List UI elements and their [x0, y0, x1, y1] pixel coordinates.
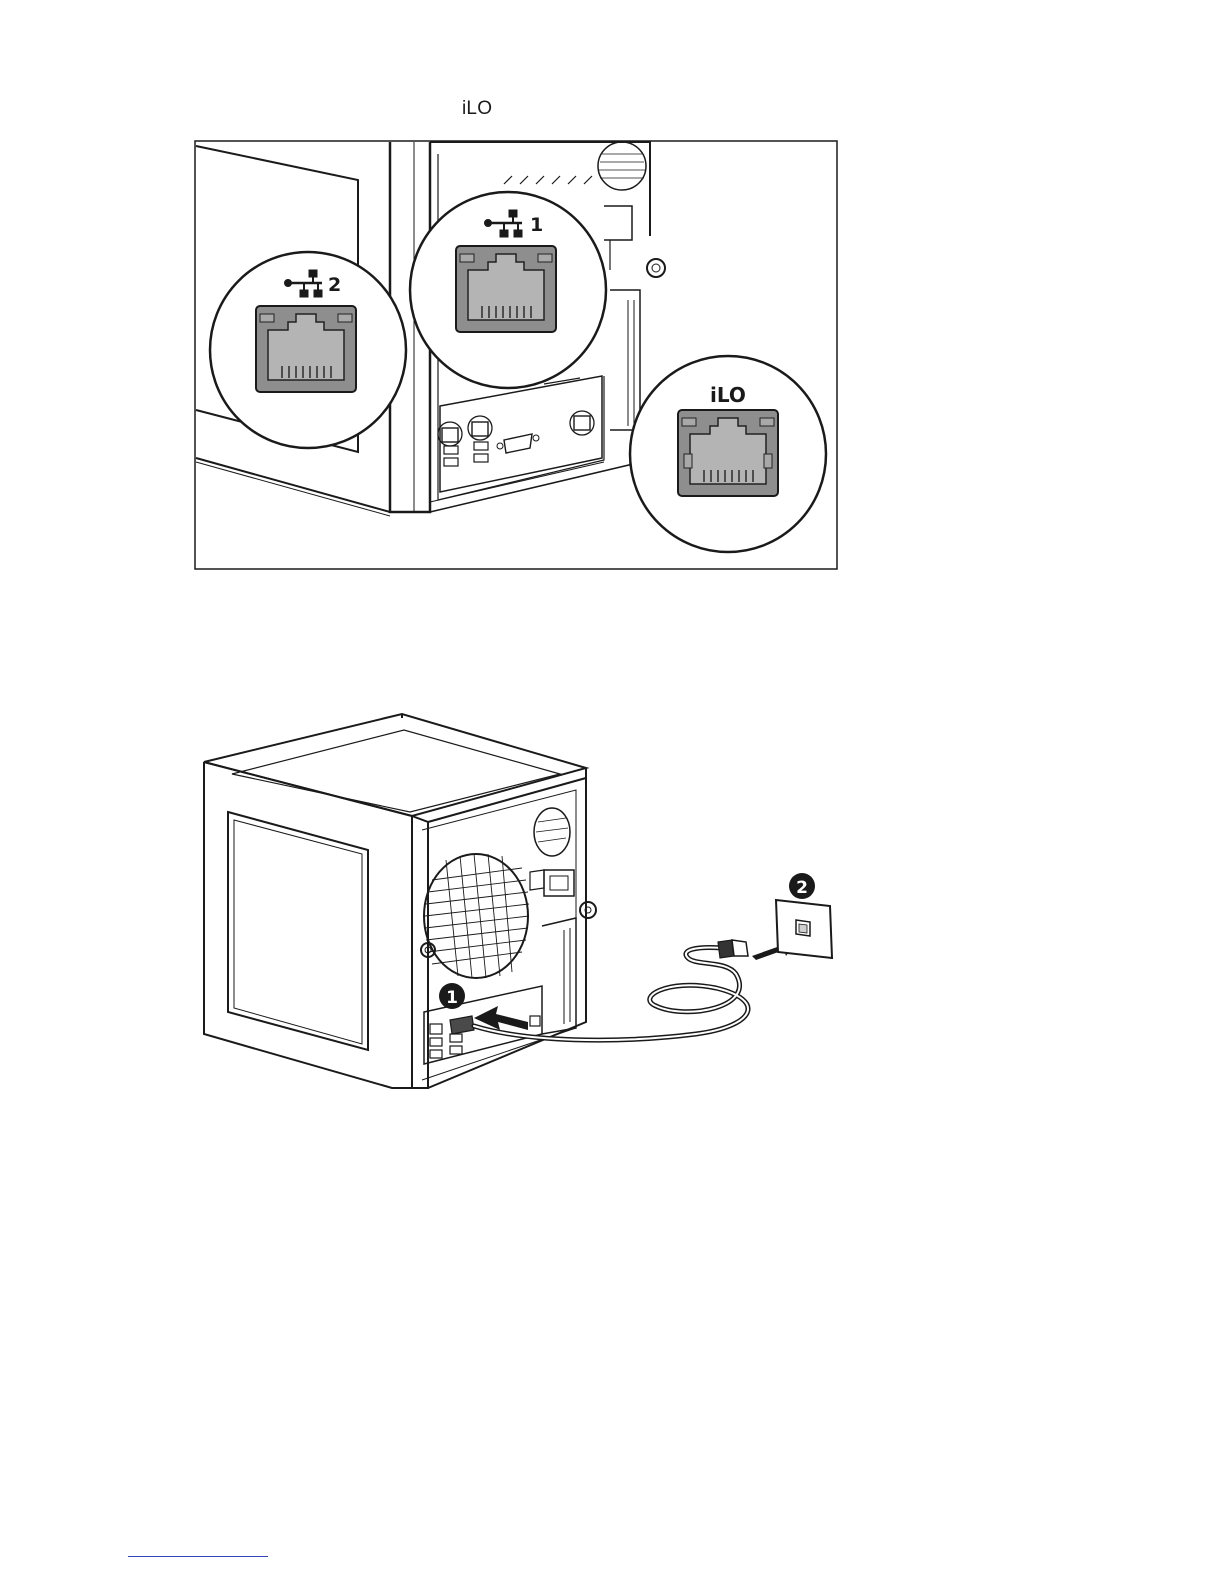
nic2-label: 2: [328, 274, 341, 296]
wall-jack: [776, 900, 832, 958]
nic1-magnifier: 1: [410, 192, 606, 388]
footer-link-underline: [128, 1556, 268, 1557]
nic2-rj45-port: [256, 306, 356, 392]
step-1-number: 1: [446, 988, 458, 1008]
ilo-rj45-port: [678, 410, 778, 496]
step-2-number: 2: [796, 878, 808, 898]
network-cable-figure: 1 2: [196, 704, 842, 1096]
nic2-magnifier: 2: [210, 252, 406, 448]
nic1-rj45-port: [456, 246, 556, 332]
rear-ports-figure: 2 1: [194, 140, 838, 570]
step-1-callout: 1: [439, 983, 465, 1009]
rj45-plug: [718, 940, 748, 958]
ilo-label: iLO: [710, 383, 746, 407]
step-2-callout: 2: [789, 873, 815, 899]
nic1-label: 1: [530, 214, 543, 236]
ilo-magnifier: iLO: [630, 356, 826, 552]
intro-ilo-label: iLO: [462, 98, 492, 120]
